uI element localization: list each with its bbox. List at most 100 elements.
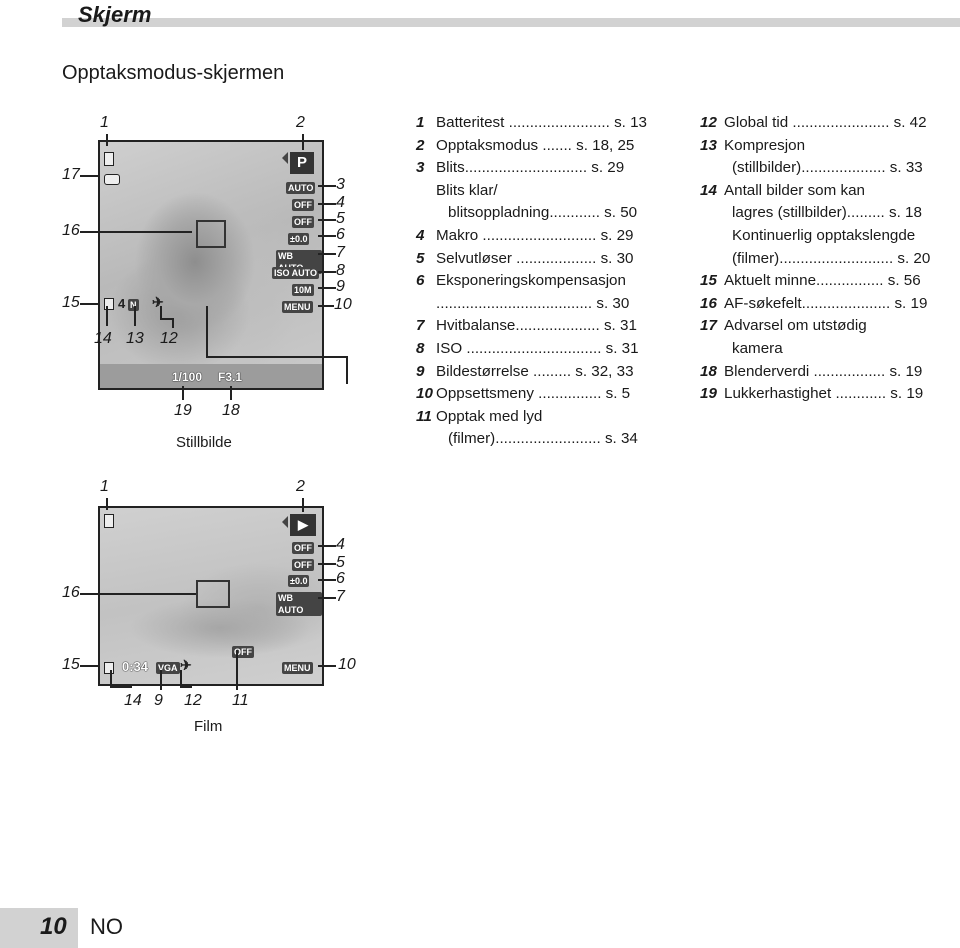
still-lcd-screen: P AUTO OFF OFF ±0.0 WB AUTO ISO AUTO 10M… [98, 140, 324, 390]
callout-16: 16 [62, 222, 80, 239]
list-item: (filmer)........................... s. 2… [732, 249, 931, 267]
menu-indicator: MENU [282, 662, 313, 674]
list-item: lagres (stillbilder)......... s. 18 [732, 204, 922, 222]
language-code: NO [90, 914, 123, 939]
leader-line [172, 318, 174, 328]
memory-card-icon [104, 662, 114, 674]
callout-15: 15 [62, 656, 80, 673]
leader-line [302, 498, 304, 512]
callout-7: 7 [336, 244, 345, 261]
callout-4: 4 [336, 194, 345, 211]
list-item: Kontinuerlig opptakslengde [732, 226, 916, 244]
header-bar [62, 18, 960, 27]
callout-7: 7 [336, 588, 345, 605]
list-item: Blits klar/ [436, 181, 498, 199]
callout-8: 8 [336, 262, 345, 279]
aperture-value: F3.1 [218, 370, 243, 384]
mode-indicator: P [290, 152, 314, 174]
callout-15: 15 [62, 294, 80, 311]
callout-17: 17 [62, 166, 80, 183]
leader-line [206, 306, 208, 358]
stabilizer-warning-icon [104, 174, 120, 185]
leader-line [106, 134, 108, 146]
selftimer-indicator: OFF [292, 216, 314, 228]
leader-line [182, 386, 184, 400]
menu-indicator: MENU [282, 301, 313, 313]
callout-1: 1 [100, 478, 109, 495]
list-item: kamera [732, 339, 783, 357]
leader-line [80, 593, 196, 595]
callout-6: 6 [336, 226, 345, 243]
leader-line [318, 665, 336, 667]
callout-10: 10 [338, 656, 356, 673]
callout-4: 4 [336, 536, 345, 553]
wb-indicator: WB AUTO [276, 592, 322, 616]
page-heading: Skjerm [78, 2, 152, 27]
selftimer-indicator: OFF [292, 559, 314, 571]
af-target-box [196, 580, 230, 608]
callout-12: 12 [184, 692, 202, 709]
leader-line [318, 545, 336, 547]
leader-line [80, 175, 98, 177]
leader-line [236, 650, 238, 690]
leader-line [318, 305, 334, 307]
callout-9: 9 [154, 692, 163, 709]
leader-line [134, 306, 136, 326]
image-size-indicator: 10M [292, 284, 314, 296]
movie-mode-icon: ▶ [290, 514, 316, 536]
callout-5: 5 [336, 554, 345, 571]
leader-line [318, 287, 336, 289]
info-bar [100, 364, 322, 388]
leader-line [318, 203, 336, 205]
world-time-icon: ✈ [152, 294, 164, 310]
callout-6: 6 [336, 570, 345, 587]
leader-line [318, 563, 336, 565]
movie-lcd-screen: ▶ OFF OFF ±0.0 WB AUTO OFF MENU 0:34 VGA… [98, 506, 324, 686]
leader-line [160, 670, 162, 690]
list-item: ..................................... s.… [436, 294, 630, 312]
callout-19: 19 [174, 402, 192, 419]
leader-line [180, 670, 182, 688]
callout-10: 10 [334, 296, 352, 313]
leader-line [110, 686, 132, 688]
leader-line [302, 134, 304, 150]
leader-line [318, 253, 336, 255]
leader-line [318, 185, 336, 187]
leader-line [80, 231, 192, 233]
leader-line [80, 665, 98, 667]
callout-14: 14 [124, 692, 142, 709]
leader-line [106, 306, 108, 326]
shutter-speed: 1/100 [172, 370, 203, 384]
callout-12: 12 [160, 330, 178, 347]
memory-card-icon [104, 298, 114, 310]
callout-3: 3 [336, 176, 345, 193]
callout-13: 13 [126, 330, 144, 347]
still-caption: Stillbilde [176, 434, 232, 451]
leader-line [346, 356, 348, 384]
compression-indicator: N [128, 299, 139, 311]
movie-caption: Film [194, 718, 223, 735]
macro-indicator: OFF [292, 199, 314, 211]
leader-line [106, 498, 108, 510]
callout-14: 14 [94, 330, 112, 347]
leader-line [110, 670, 112, 688]
